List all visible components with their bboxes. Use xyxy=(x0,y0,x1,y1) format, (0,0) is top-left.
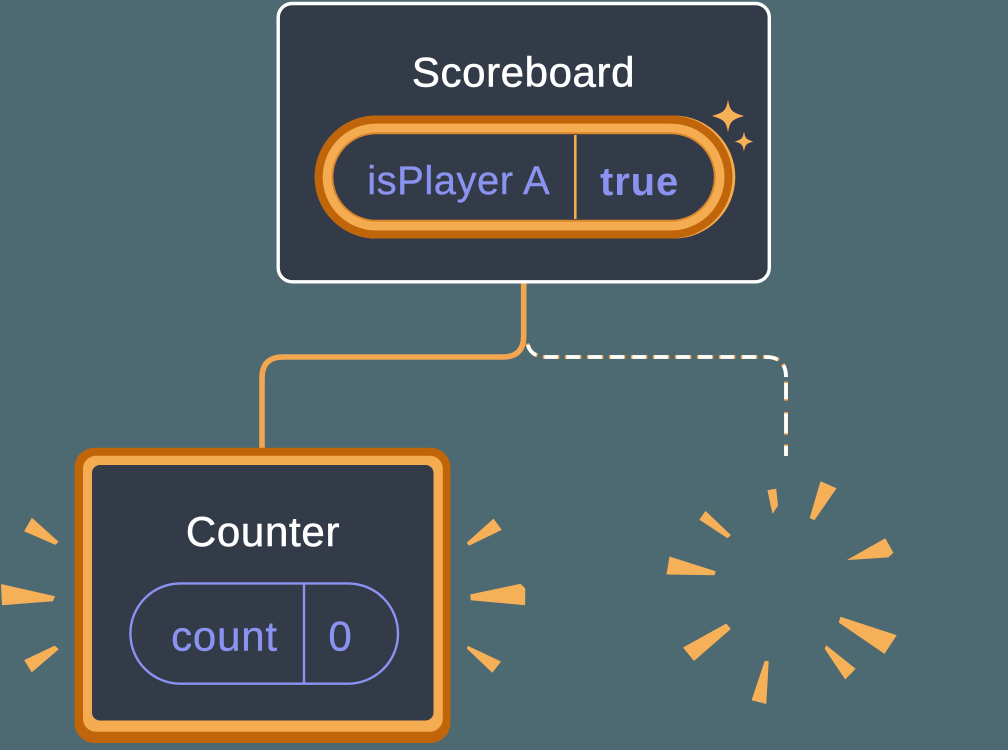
svg-text:isPlayer A: isPlayer A xyxy=(367,159,550,203)
svg-text:0: 0 xyxy=(328,612,351,659)
svg-text:count: count xyxy=(171,612,278,659)
svg-text:Scoreboard: Scoreboard xyxy=(412,49,635,96)
svg-text:Counter: Counter xyxy=(186,508,340,555)
svg-text:true: true xyxy=(600,160,679,204)
